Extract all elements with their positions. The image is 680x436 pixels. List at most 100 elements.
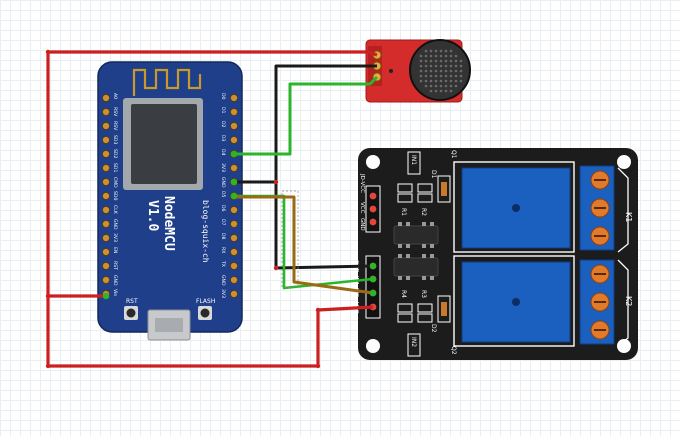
in1-label: IN1 <box>410 155 417 165</box>
left-pin-4 <box>101 149 111 159</box>
left-pin-label-6: CMD <box>112 177 118 188</box>
mesh-hole <box>439 54 443 58</box>
left-pin-2 <box>101 121 111 131</box>
flash-label: FLASH <box>196 298 215 305</box>
mesh-hole <box>439 59 443 63</box>
right-pin-5 <box>229 163 239 173</box>
left-pin-6 <box>101 177 111 187</box>
left-pin-label-7: SD0 <box>112 191 118 200</box>
mesh-hole <box>429 84 433 88</box>
mesh-hole <box>449 74 453 78</box>
k2-label: K2 <box>624 296 633 306</box>
mesh-hole <box>454 64 458 68</box>
resistor-r2 <box>417 183 433 203</box>
mesh-hole <box>419 74 423 78</box>
mesh-hole <box>439 69 443 73</box>
mesh-hole <box>434 84 438 88</box>
right-pin-13 <box>229 275 239 285</box>
right-pin-14 <box>229 289 239 299</box>
wire-black-sensor-gnd[interactable] <box>234 64 377 184</box>
left-pin-1 <box>101 107 111 117</box>
right-pin-2 <box>229 121 239 131</box>
right-pin-label-1: D1 <box>220 107 226 114</box>
mesh-hole <box>429 79 433 83</box>
mesh-hole <box>449 49 453 53</box>
mesh-hole <box>449 54 453 58</box>
mesh-hole <box>454 84 458 88</box>
left-pin-5 <box>101 163 111 173</box>
microphone-capsule <box>409 39 471 101</box>
mesh-hole <box>424 49 428 53</box>
wire-green-sensor-signal[interactable] <box>234 75 379 156</box>
mesh-hole <box>439 49 443 53</box>
mesh-hole <box>424 54 428 58</box>
mesh-hole <box>449 64 453 68</box>
mesh-hole <box>459 74 463 78</box>
right-pin-label-13: GND <box>220 275 226 286</box>
mesh-hole <box>419 64 423 68</box>
right-pin-11 <box>229 247 239 257</box>
mesh-hole <box>419 59 423 63</box>
mesh-hole <box>434 64 438 68</box>
left-pin-3 <box>101 135 111 145</box>
r3-label: R3 <box>420 290 427 298</box>
mesh-hole <box>424 59 428 63</box>
relay-k1 <box>461 167 571 249</box>
left-pin-label-1: RSV <box>112 107 118 117</box>
mesh-hole <box>419 79 423 83</box>
r4-label: R4 <box>400 290 407 298</box>
right-pin-8 <box>229 205 239 215</box>
left-pin-label-0: A0 <box>112 93 118 99</box>
mesh-hole <box>449 79 453 83</box>
mesh-hole <box>449 84 453 88</box>
right-pin-label-7: D5 <box>220 191 226 198</box>
resistor-r1 <box>397 183 413 203</box>
mesh-hole <box>449 59 453 63</box>
left-pin-label-2: RSV <box>112 121 118 131</box>
right-pin-label-12: TX <box>220 260 226 267</box>
mesh-hole <box>429 54 433 58</box>
left-pin-label-11: EN <box>112 247 118 253</box>
left-pin-7 <box>101 191 111 201</box>
in2-label: IN2 <box>410 337 417 347</box>
mesh-hole <box>424 84 428 88</box>
wire-green-relay-in1[interactable] <box>234 194 374 290</box>
mesh-hole <box>429 74 433 78</box>
mesh-hole <box>429 64 433 68</box>
relay-k2 <box>461 261 571 343</box>
header-label-gnd: GND <box>359 218 365 231</box>
mesh-hole <box>459 64 463 68</box>
right-pin-10 <box>229 233 239 243</box>
terminal-block-k2 <box>579 259 615 345</box>
mesh-hole <box>449 89 453 93</box>
mesh-hole <box>419 54 423 58</box>
microphone-mesh <box>419 49 463 93</box>
header-label-vcc: VCC <box>359 202 365 214</box>
right-pin-label-8: D6 <box>220 205 226 212</box>
mesh-hole <box>459 59 463 63</box>
mesh-hole <box>454 79 458 83</box>
antenna-trace <box>132 68 202 96</box>
mesh-hole <box>444 59 448 63</box>
mesh-hole <box>434 74 438 78</box>
right-pin-label-9: D7 <box>220 219 226 226</box>
left-pin-label-10: 3V3 <box>112 233 118 242</box>
terminal-block-k1 <box>579 165 615 251</box>
left-pin-12 <box>101 261 111 271</box>
optocoupler-1 <box>393 222 439 248</box>
sound-sensor-module <box>365 39 471 103</box>
d2-label: D2 <box>430 324 437 333</box>
wire-brown-relay-in2[interactable] <box>234 195 374 295</box>
mesh-hole <box>429 89 433 93</box>
mesh-hole <box>424 74 428 78</box>
mesh-hole <box>419 69 423 73</box>
right-pin-label-5: 3V3 <box>220 163 226 172</box>
mesh-hole <box>444 64 448 68</box>
q2-label: Q2 <box>450 346 457 355</box>
flash-button[interactable] <box>198 306 212 320</box>
right-pin-label-10: D8 <box>220 233 226 240</box>
input-label-in2: IN2 <box>353 288 359 297</box>
rst-button[interactable] <box>124 306 138 320</box>
mesh-hole <box>439 74 443 78</box>
nodemcu-title: NodeMCU <box>161 196 176 251</box>
